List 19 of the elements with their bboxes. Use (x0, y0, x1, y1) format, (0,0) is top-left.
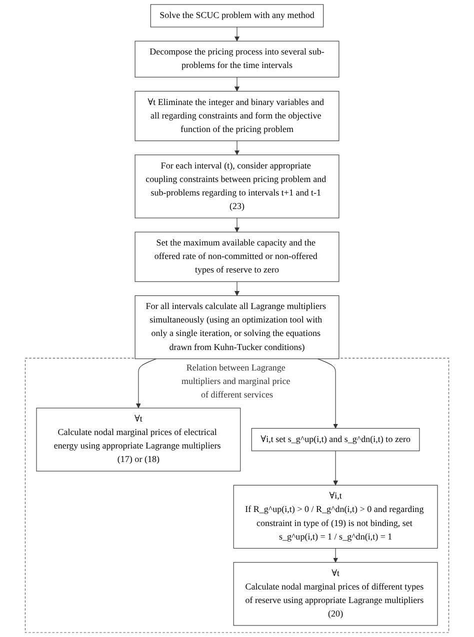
arrow (136, 358, 157, 408)
node-box: ∀t Calculate nodal marginal prices of electrical energy using appropriate Lagrange multipliers (17) or (18) (36, 408, 241, 472)
node-box: Decompose the pricing process into several sub-problems for the time intervals (134, 40, 340, 78)
arrow (234, 281, 240, 296)
node-box: ∀t Eliminate the integer and binary variables and all regarding constraints and form the objective function of the pricing problem (134, 90, 340, 142)
arrow (234, 76, 240, 92)
arrow (333, 548, 338, 563)
node-box: For each interval (t), consider appropriate coupling constraints between pricing problem and sub-problems regarding to intervals t+1 and t-1 (23) (134, 154, 340, 218)
arrow (317, 358, 338, 429)
node-box: ∀i,t set s_g^up(i,t) and s_g^dn(i,t) to zero (251, 428, 420, 452)
arrow (234, 218, 240, 232)
arrow (234, 26, 240, 42)
arrow (333, 450, 338, 486)
node-box: ∀i,t If R_g^up(i,t) > 0 / R_g^dn(i,t) > 0 and regarding constraint in type of (19) is not binding, set s_g^up(i,t) = 1 / s_g^dn(i,t) = 1 (233, 484, 438, 549)
node-box: ∀t Calculate nodal marginal prices of different types of reserve using appropriate Lagrange multipliers (20) (233, 562, 438, 626)
node-box: Set the maximum available capacity and the offered rate of non-committed or non-offered types of reserve to zero (134, 232, 340, 282)
arrow (234, 140, 240, 156)
node-box: For all intervals calculate all Lagrange multipliers simultaneously (using an optimization tool with only a single iteration, or solving the equations drawn from Kuhn-Tucker conditions) (134, 295, 340, 360)
node-box: Solve the SCUC problem with any method (150, 4, 324, 28)
